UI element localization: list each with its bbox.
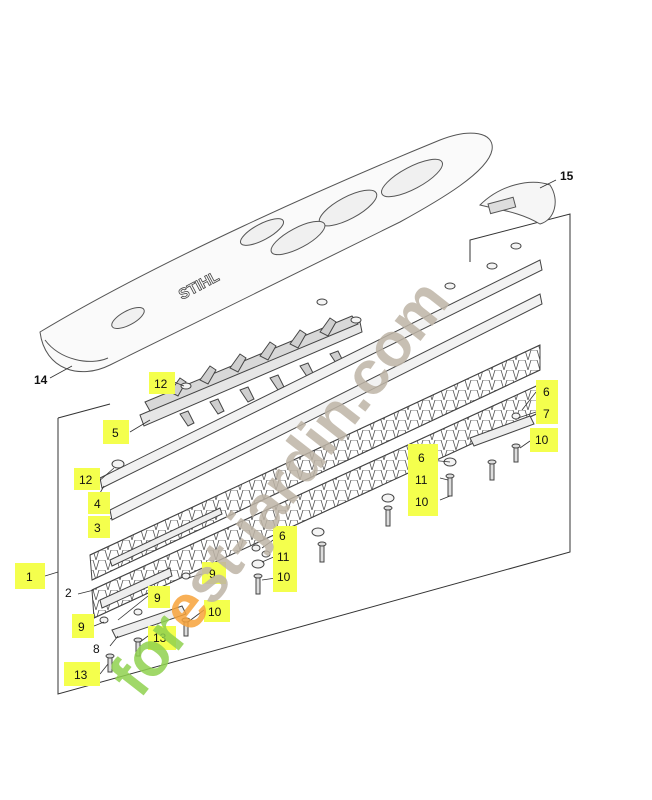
label-6c: 6 [279, 529, 286, 543]
label-6c-box [273, 526, 297, 592]
label-12a-box [149, 372, 175, 394]
label-11a: 11 [415, 473, 428, 487]
label-15: 15 [560, 169, 574, 183]
label-4-box [88, 492, 110, 514]
lower-cutter-blade [91, 381, 546, 619]
label-12b-box [74, 468, 100, 490]
label-9c-box [72, 614, 94, 638]
fasteners [99, 242, 522, 624]
tip-protector [479, 181, 556, 225]
label-10a: 10 [535, 433, 549, 447]
label-6a: 6 [543, 385, 550, 399]
label-1-box [15, 563, 45, 589]
label-group: 1 2 3 4 5 12 12 6 7 10 6 11 10 6 11 10 9… [15, 372, 558, 686]
label-10b: 10 [415, 495, 429, 509]
label-13a: 13 [153, 631, 167, 645]
blade-guard [39, 132, 493, 373]
label-10a-box [530, 428, 558, 452]
label-6b: 6 [418, 451, 425, 465]
label-4: 4 [94, 497, 101, 511]
label-13b-box [64, 662, 100, 686]
drive-plate [139, 315, 363, 427]
flat-strip-lower [109, 293, 543, 521]
screws [105, 443, 521, 673]
label-10d: 10 [208, 605, 222, 619]
label-3: 3 [94, 521, 101, 535]
label-2: 2 [65, 586, 72, 600]
label-13a-box [148, 626, 176, 650]
label-12b: 12 [79, 473, 93, 487]
label-12a: 12 [154, 377, 168, 391]
label-9b: 9 [154, 591, 161, 605]
label-9c: 9 [78, 620, 85, 634]
upper-cutter-blade [89, 344, 541, 581]
flat-strip-upper [99, 259, 543, 489]
label-9a-box [202, 562, 226, 584]
label-6a-box [536, 380, 558, 402]
label-3-box [88, 516, 110, 538]
label-5-box [103, 420, 129, 444]
label-9b-box [148, 586, 170, 608]
label-13b: 13 [74, 668, 88, 682]
label-7-box [536, 402, 558, 424]
label-5: 5 [112, 426, 119, 440]
label-11b: 11 [277, 550, 290, 564]
label-7: 7 [543, 407, 550, 421]
label-10d-box [204, 600, 230, 622]
label-6b-box [408, 444, 438, 516]
label-8: 8 [93, 642, 100, 656]
label-14: 14 [34, 373, 48, 387]
assembly-frame [57, 213, 571, 695]
label-9a: 9 [209, 567, 216, 581]
label-1: 1 [26, 570, 33, 584]
small-plates [111, 415, 535, 639]
label-10c: 10 [277, 570, 291, 584]
